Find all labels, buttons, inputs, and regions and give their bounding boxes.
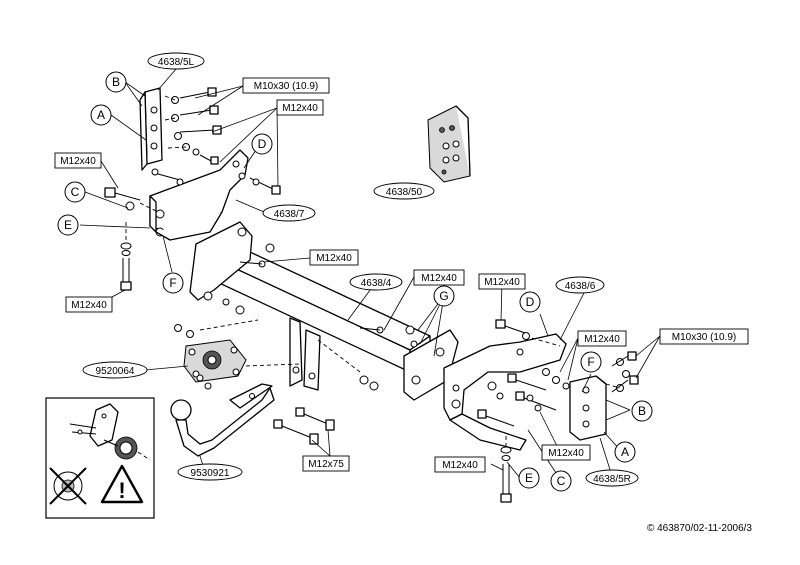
label-m12-right-mid: M12x40 bbox=[584, 334, 620, 345]
crossbar-fasteners bbox=[222, 243, 418, 391]
warning-triangle-icon: ! bbox=[100, 464, 144, 504]
callout-f-left: F bbox=[169, 276, 176, 290]
label-plate-right: 4638/6 bbox=[565, 281, 596, 292]
warning-triangle-symbol: ! bbox=[118, 478, 125, 503]
part-labels: 4638/5L 4638/7 4638/4 4638/6 4638/50 952… bbox=[82, 52, 639, 487]
label-bracket-right: 4638/5R bbox=[593, 474, 631, 485]
label-m12-centre: M12x40 bbox=[421, 273, 457, 284]
callout-b-left: B bbox=[112, 75, 120, 89]
label-m10-left: M10x30 (10.9) bbox=[254, 81, 318, 92]
label-m12-bottom-right: M12x40 bbox=[442, 460, 478, 471]
socket-plate-9520064 bbox=[174, 319, 301, 390]
label-m12-right-low: M12x40 bbox=[548, 448, 584, 459]
label-electrics-plate: 4638/50 bbox=[386, 187, 423, 198]
label-m12-bottom-left: M12x40 bbox=[71, 300, 107, 311]
label-m12-left: M12x40 bbox=[60, 156, 96, 167]
callout-b-right: B bbox=[638, 404, 646, 418]
crossbar-4638-4 bbox=[189, 221, 459, 401]
callout-d-right: D bbox=[526, 295, 535, 309]
callout-c-right: C bbox=[557, 474, 566, 488]
label-plate-left: 4638/7 bbox=[274, 209, 305, 220]
bolts-upper-left bbox=[164, 87, 222, 165]
label-m12-bar: M12x40 bbox=[316, 253, 352, 264]
callout-a-right: A bbox=[621, 445, 629, 459]
label-m12-top: M12x40 bbox=[282, 103, 318, 114]
label-bracket-left: 4638/5L bbox=[158, 57, 195, 68]
bracket-left-4638-5L bbox=[139, 87, 163, 171]
label-m12x75: M12x75 bbox=[308, 459, 344, 470]
callout-a-left: A bbox=[97, 108, 105, 122]
callout-e-left: E bbox=[64, 218, 72, 232]
label-crossbar: 4638/4 bbox=[361, 278, 392, 289]
bolt-vertical-right bbox=[500, 436, 512, 503]
callout-f-right: F bbox=[587, 355, 594, 369]
label-m12-right-top: M12x40 bbox=[484, 277, 520, 288]
label-towball: 9530921 bbox=[191, 468, 230, 479]
towball-9530921 bbox=[170, 383, 275, 457]
label-socket-plate: 9520064 bbox=[96, 366, 135, 377]
callout-e-right: E bbox=[525, 471, 533, 485]
bolt-vertical-left bbox=[120, 222, 132, 291]
copyright-footer: © 463870/02-11-2006/3 bbox=[647, 523, 752, 534]
plate-right-4638-6 bbox=[443, 333, 567, 451]
plate-left-4638-7 bbox=[149, 149, 281, 241]
bolt-labels: M10x30 (10.9) M12x40 M12x40 M12x40 M12x4… bbox=[54, 77, 749, 473]
letter-callouts: B A D C E F G D F B A C E bbox=[57, 71, 653, 492]
callout-d-left: D bbox=[258, 137, 267, 151]
prohibition-icon bbox=[49, 467, 87, 505]
bolts-m12x75 bbox=[273, 407, 335, 445]
bracket-right-4638-5R bbox=[569, 375, 607, 441]
label-m10-right: M10x30 (10.9) bbox=[672, 332, 736, 343]
callout-c-left: C bbox=[71, 185, 80, 199]
callout-g: G bbox=[439, 289, 448, 303]
electrics-plate-4638-50 bbox=[427, 105, 471, 183]
